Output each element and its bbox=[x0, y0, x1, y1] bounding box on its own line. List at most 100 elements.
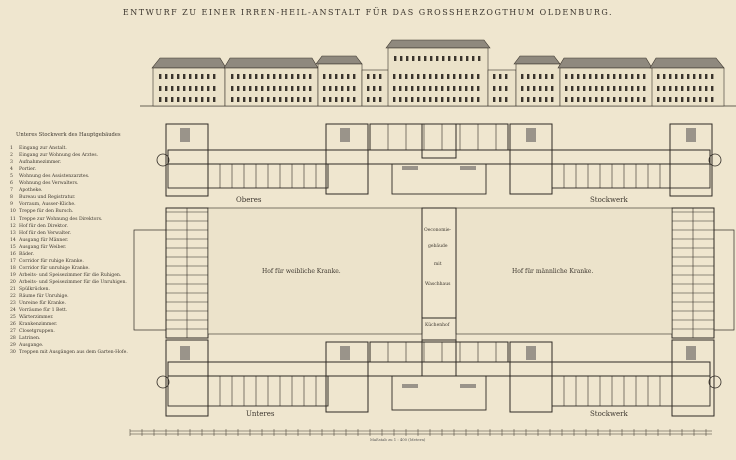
facade-window bbox=[571, 74, 574, 79]
facade-window bbox=[699, 86, 702, 91]
scale-bar bbox=[130, 430, 712, 435]
legend-item-text: Vorraum, Ausser-Kliche. bbox=[19, 202, 76, 208]
facade-window bbox=[267, 86, 270, 91]
facade-window bbox=[441, 74, 444, 79]
facade-window bbox=[460, 56, 463, 61]
label-lower-right: Stockwerk bbox=[590, 410, 628, 418]
legend-item-text: Bureau und Registratur. bbox=[19, 195, 76, 201]
facade-window bbox=[353, 86, 356, 91]
facade-window bbox=[465, 97, 468, 102]
facade-window bbox=[285, 74, 288, 79]
legend-item-number: 21 bbox=[10, 286, 16, 292]
facade-window bbox=[533, 74, 536, 79]
facade-window bbox=[631, 86, 634, 91]
facade-window bbox=[435, 97, 438, 102]
facade-window bbox=[309, 74, 312, 79]
facade-window bbox=[699, 74, 702, 79]
facade-window bbox=[625, 74, 628, 79]
facade-window bbox=[411, 86, 414, 91]
legend-item-text: Wohnung des Verwalters. bbox=[19, 181, 79, 187]
facade-window bbox=[471, 86, 474, 91]
facade-window bbox=[379, 97, 382, 102]
sheet-title: ENTWURF ZU EINER IRREN-HEIL-ANSTALT FÜR … bbox=[122, 8, 614, 17]
facade-window bbox=[347, 97, 350, 102]
facade-window bbox=[285, 97, 288, 102]
legend-item-number: 18 bbox=[10, 265, 16, 271]
facade-window bbox=[171, 74, 174, 79]
facade-window bbox=[255, 86, 258, 91]
facade-window bbox=[663, 97, 666, 102]
legend-item-text: Wärterzimmer. bbox=[19, 315, 54, 321]
facade-window bbox=[159, 74, 162, 79]
legend-item-text: Corridor für ruhige Kranke. bbox=[19, 258, 84, 264]
facade-window bbox=[711, 97, 714, 102]
facade-window bbox=[231, 74, 234, 79]
facade-window bbox=[405, 97, 408, 102]
legend-item-number: 8 bbox=[10, 195, 13, 201]
facade-window bbox=[423, 74, 426, 79]
facade-window bbox=[577, 86, 580, 91]
facade-window bbox=[527, 74, 530, 79]
legend-item-text: Closetgruppen. bbox=[19, 329, 55, 335]
facade-window bbox=[669, 86, 672, 91]
facade-window bbox=[329, 86, 332, 91]
legend-item-text: Portier. bbox=[19, 167, 37, 173]
facade-window bbox=[565, 86, 568, 91]
facade-window bbox=[471, 97, 474, 102]
facade-window bbox=[279, 97, 282, 102]
facade-window bbox=[379, 86, 382, 91]
facade-window bbox=[341, 74, 344, 79]
facade-window bbox=[459, 97, 462, 102]
legend-item-number: 11 bbox=[10, 216, 16, 222]
facade-window bbox=[267, 97, 270, 102]
facade-window bbox=[335, 74, 338, 79]
facade-window bbox=[243, 74, 246, 79]
facade-window bbox=[189, 86, 192, 91]
legend-item-text: Unreine für Kranke. bbox=[19, 301, 66, 307]
facade-window bbox=[189, 74, 192, 79]
facade-window bbox=[435, 74, 438, 79]
facade-window bbox=[267, 74, 270, 79]
legend-item-text: Arbeits- und Speisezimmer für die Unruhi… bbox=[19, 279, 127, 285]
facade-window bbox=[607, 86, 610, 91]
facade-window bbox=[341, 86, 344, 91]
legend-item-text: Ausgange. bbox=[19, 343, 44, 349]
facade-window bbox=[279, 74, 282, 79]
facade-window bbox=[545, 97, 548, 102]
legend-item-text: Spülkrücken. bbox=[19, 286, 50, 292]
facade-window bbox=[643, 86, 646, 91]
facade-window bbox=[423, 86, 426, 91]
label-upper-right: Stockwerk bbox=[590, 196, 628, 204]
facade-window bbox=[435, 86, 438, 91]
facade-window bbox=[393, 74, 396, 79]
legend-item-text: Ausgang für Männer. bbox=[19, 237, 69, 243]
legend-item-number: 27 bbox=[10, 329, 16, 335]
label-center-2: gebäude bbox=[428, 244, 448, 249]
facade-window bbox=[472, 56, 475, 61]
facade-window bbox=[493, 86, 496, 91]
facade-window bbox=[417, 86, 420, 91]
facade-window bbox=[477, 97, 480, 102]
facade-window bbox=[237, 74, 240, 79]
facade-window bbox=[595, 74, 598, 79]
facade-window bbox=[249, 74, 252, 79]
facade-window bbox=[367, 86, 370, 91]
facade-window bbox=[261, 97, 264, 102]
facade-window bbox=[303, 74, 306, 79]
facade-window bbox=[347, 74, 350, 79]
facade-window bbox=[430, 56, 433, 61]
